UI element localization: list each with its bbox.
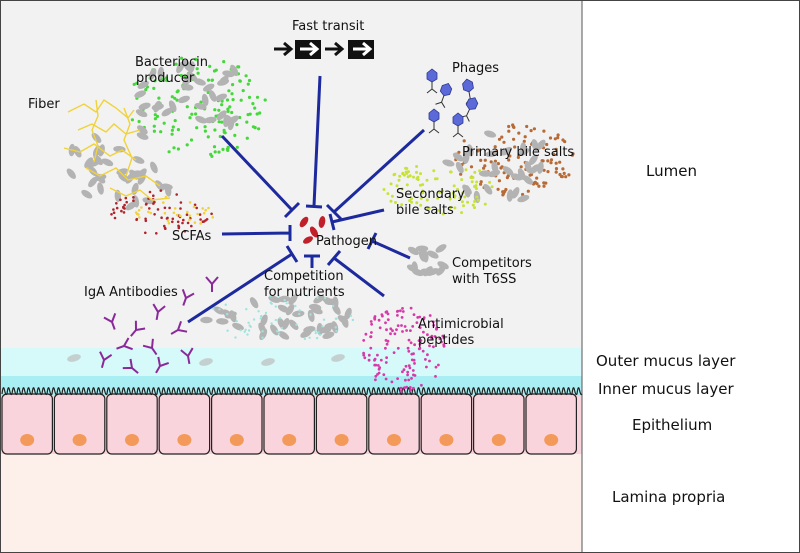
epithelial-cell	[263, 393, 316, 455]
cell-nucleus	[282, 434, 297, 446]
microvilli	[1, 387, 583, 396]
phage-particles	[426, 68, 479, 138]
cell-nucleus	[439, 434, 454, 446]
fiber-degrading-bacteria	[66, 125, 173, 211]
iga-antibody	[181, 289, 195, 306]
label-bacteriocin-line2: producer	[136, 71, 195, 86]
inner-mucus-region	[0, 376, 582, 396]
cell-nucleus	[125, 434, 139, 446]
cell-nucleus	[544, 434, 559, 446]
antimicrobial-peptide-dots	[362, 306, 446, 393]
label-iga: IgA Antibodies	[84, 285, 178, 300]
epithelial-cell	[53, 393, 106, 455]
iga-antibody	[99, 351, 113, 368]
layer-label-inner-mucus: Inner mucus layer	[598, 380, 735, 398]
bacteriocin-dots	[130, 56, 267, 158]
layer-label-lumen: Lumen	[646, 162, 697, 180]
iga-antibody	[170, 320, 188, 335]
mucus-bacteria	[67, 354, 345, 366]
phage	[428, 108, 440, 134]
phage	[426, 68, 438, 94]
label-amp-line2: peptides	[418, 333, 474, 348]
iga-antibodies	[99, 276, 219, 374]
iga-antibody	[103, 313, 117, 330]
label-secondary-line2: bile salts	[396, 203, 454, 218]
secondary-bile-salt-dots	[382, 165, 494, 216]
pathogen-cells	[299, 216, 326, 244]
label-scfas: SCFAs	[172, 229, 212, 244]
iga-antibody	[122, 358, 139, 374]
label-competitors-line2: with T6SS	[452, 272, 516, 287]
phage	[460, 97, 479, 122]
layer-label-outer-mucus: Outer mucus layer	[596, 352, 736, 370]
label-amp-line1: Antimicrobial	[418, 317, 504, 332]
epithelial-cell	[473, 393, 525, 455]
layer-label-epithelium: Epithelium	[632, 416, 712, 434]
iga-antibody	[130, 320, 146, 337]
iga-antibody	[155, 356, 170, 374]
label-primary-bile-salts: Primary bile salts	[462, 145, 574, 160]
epithelial-cells	[1, 393, 578, 455]
cell-nucleus	[229, 434, 244, 446]
fast-transit-arrows	[274, 40, 374, 59]
label-competitors-line1: Competitors	[452, 256, 532, 271]
iga-antibody	[205, 276, 219, 292]
competitor-bacteria	[406, 244, 449, 277]
iga-antibody	[116, 337, 133, 351]
iga-antibody	[152, 303, 166, 321]
label-secondary-line1: Secondary	[396, 187, 465, 202]
phage	[435, 82, 453, 108]
epithelial-cell	[158, 393, 211, 455]
label-fast-transit: Fast transit	[292, 19, 364, 34]
iga-antibody	[180, 347, 194, 365]
fiber-strands	[63, 99, 171, 201]
cell-nucleus	[334, 434, 349, 446]
fiber-dots	[134, 195, 215, 225]
label-phages: Phages	[452, 61, 499, 76]
cell-nucleus	[177, 434, 192, 446]
label-competition-line2: for nutrients	[264, 285, 345, 300]
label-fiber: Fiber	[28, 97, 60, 112]
phage	[452, 112, 464, 138]
cell-nucleus	[387, 434, 401, 446]
nutrient-dots	[212, 294, 355, 341]
bacteriocin-producer-bacteria	[134, 59, 239, 131]
outer-mucus-region	[0, 348, 582, 376]
label-bacteriocin-line1: Bacteriocin	[135, 55, 208, 70]
cell-nucleus	[491, 434, 506, 446]
epithelial-cell	[368, 393, 420, 455]
microbe-clusters	[66, 56, 575, 393]
label-competition-line1: Competition	[264, 269, 344, 284]
layer-label-lamina-propria: Lamina propria	[612, 488, 725, 506]
cell-nucleus	[72, 434, 87, 446]
label-pathogen: Pathogen	[316, 234, 377, 249]
inhibition-lines	[187, 75, 426, 324]
iga-antibody	[142, 338, 158, 356]
lamina-propria-region	[0, 454, 582, 553]
cell-nucleus	[20, 434, 35, 446]
